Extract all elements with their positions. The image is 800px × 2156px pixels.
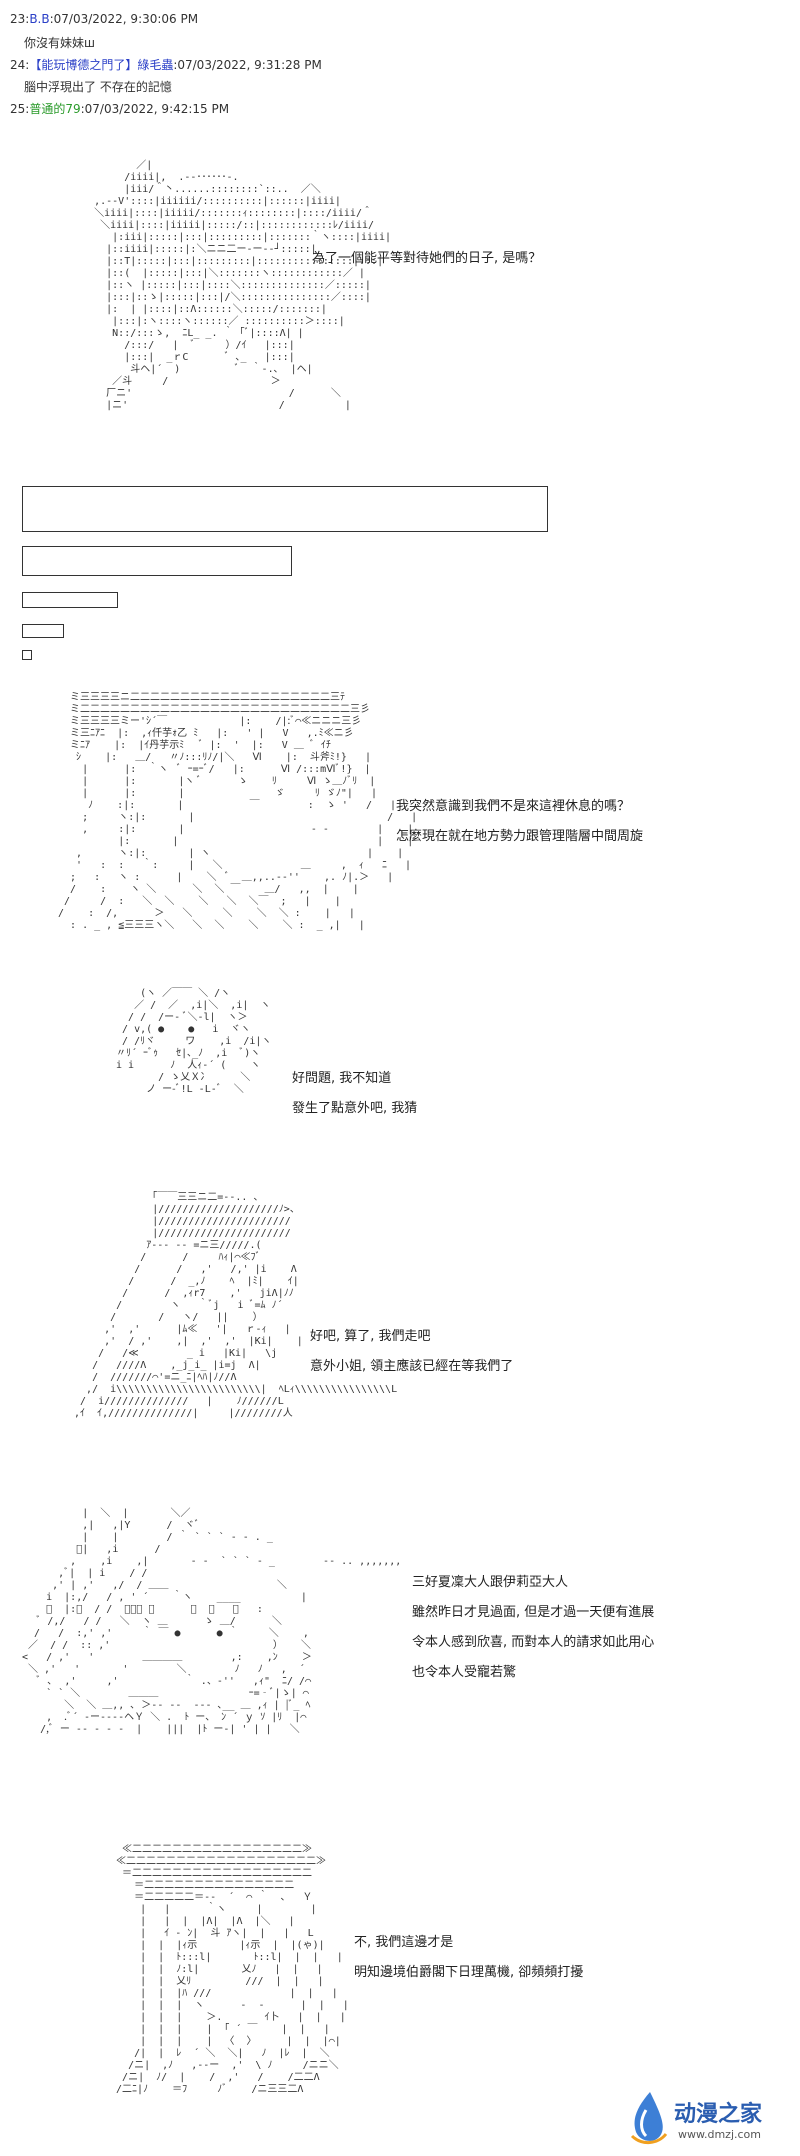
post-date: :07/03/2022, 9:31:28 PM bbox=[173, 58, 322, 72]
site-watermark: 动漫之家 www.dmzj.com bbox=[628, 2090, 788, 2150]
post-date: :07/03/2022, 9:42:15 PM bbox=[80, 102, 230, 116]
post-number: 23: bbox=[10, 12, 30, 26]
dialog-line: 怎麼現在就在地方勢力跟管理階層中間周旋 bbox=[396, 829, 644, 844]
ascii-art-character-4: ｢￣￣三三ニ二=--.. 、 |////////////////////ﾉ>、 … bbox=[74, 1192, 398, 1419]
post-body-24: 腦中浮現出了 不存在的記憶 bbox=[24, 80, 172, 94]
ascii-art-character-5: | ＼ | ＼／ ,| ,|Y / ヾﾞ | | / ｀ ` ` ` - - .… bbox=[22, 1508, 402, 1735]
ascii-art-character-1: ／| /iiii|, .--･･････-. |iii/＾丶......::::… bbox=[94, 160, 392, 411]
dialog-scene-5: 三好夏凜大人跟伊莉亞大人 雖然昨日才見過面, 但是才過一天便有進展 令本人感到欣… bbox=[412, 1568, 654, 1688]
watermark-url: www.dmzj.com bbox=[678, 2128, 761, 2141]
dialog-line: 明知邊境伯爵閣下日理萬機, 卻頻頻打擾 bbox=[354, 1965, 584, 1980]
watermark-title: 动漫之家 bbox=[674, 2102, 763, 2127]
poster-name-link[interactable]: 【能玩博德之門了】綠毛蟲 bbox=[29, 58, 174, 72]
empty-frame-small bbox=[22, 592, 118, 608]
post-number: 24: bbox=[10, 58, 30, 72]
dialog-line: 我突然意識到我們不是來這裡休息的嗎？ bbox=[396, 799, 631, 814]
dialog-line: 不, 我們這邊才是 bbox=[354, 1935, 454, 1950]
post-date: :07/03/2022, 9:30:06 PM bbox=[49, 12, 199, 26]
dialog-line: 為了一個能平等對待她們的日子, 是嗎？ bbox=[312, 251, 542, 266]
empty-frame-medium bbox=[22, 546, 292, 576]
dialog-line: 雖然昨日才見過面, 但是才過一天便有進展 bbox=[412, 1605, 655, 1620]
dialog-line: 意外小姐, 領主應該已經在等我們了 bbox=[310, 1359, 514, 1374]
empty-frame-dot bbox=[22, 650, 32, 660]
dialog-line: 三好夏凜大人跟伊莉亞大人 bbox=[412, 1575, 569, 1590]
dialog-scene-2: 我突然意識到我們不是來這裡休息的嗎？ 怎麼現在就在地方勢力跟管理階層中間周旋 bbox=[396, 792, 643, 852]
dialog-line: 好吧, 算了, 我們走吧 bbox=[310, 1329, 431, 1344]
dialog-scene-6: 不, 我們這邊才是 明知邊境伯爵閣下日理萬機, 卻頻頻打擾 bbox=[354, 1928, 583, 1988]
post-number: 25: bbox=[10, 102, 30, 116]
dialog-scene-4: 好吧, 算了, 我們走吧 意外小姐, 領主應該已經在等我們了 bbox=[310, 1322, 513, 1382]
dialog-line: 也令本人受寵若驚 bbox=[412, 1665, 517, 1680]
post-header-23: 23:B.B:07/03/2022, 9:30:06 PM bbox=[10, 12, 198, 26]
poster-name-link[interactable]: B.B bbox=[29, 12, 50, 26]
ascii-art-character-6: ≪二二二二二二二二二二二二二二二二二≫ ≪二二二二二二二二二二二二二二二二二二二… bbox=[116, 1844, 349, 2095]
dialog-scene-3: 好問題, 我不知道 發生了點意外吧, 我猜 bbox=[292, 1064, 417, 1124]
empty-frame-large bbox=[22, 486, 548, 532]
post-body-23: 你沒有妹妹ш bbox=[24, 36, 95, 50]
dialog-line: 令本人感到欣喜, 而對本人的請求如此用心 bbox=[412, 1635, 655, 1650]
ascii-art-character-3: (ヽ ／￣￣ ＼ /ヽ ／ / ／ ,i|＼ ,i| ヽ / / /ー‐ ﾞ＼‐… bbox=[116, 988, 272, 1095]
dialog-scene-1: 為了一個能平等對待她們的日子, 是嗎？ bbox=[312, 244, 541, 274]
watermark-logo-icon bbox=[630, 2092, 668, 2144]
post-header-25: 25:普通的79:07/03/2022, 9:42:15 PM bbox=[10, 100, 229, 117]
empty-frame-tiny bbox=[22, 624, 64, 638]
dialog-line: 發生了點意外吧, 我猜 bbox=[292, 1101, 418, 1116]
dialog-line: 好問題, 我不知道 bbox=[292, 1071, 392, 1086]
poster-name-link[interactable]: 普通的79 bbox=[29, 102, 81, 116]
ascii-art-character-2: ミ三三三三ニ二二二二二二二二二二二二二二二二二二二二三ﾃ ミ二二二二二二二二二二… bbox=[58, 692, 418, 931]
post-header-24: 24:【能玩博德之門了】綠毛蟲:07/03/2022, 9:31:28 PM bbox=[10, 56, 322, 73]
